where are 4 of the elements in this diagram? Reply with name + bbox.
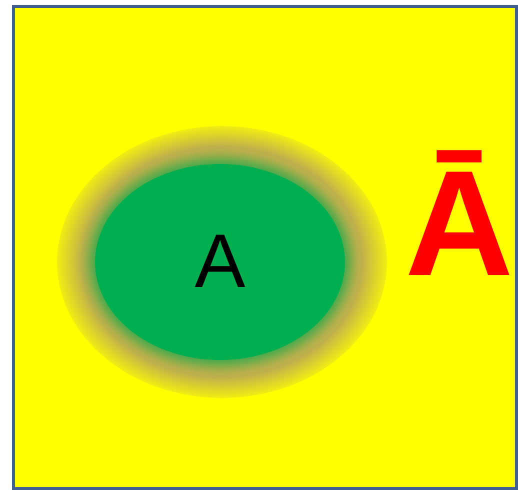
background-panel — [12, 5, 518, 490]
set-label: A — [194, 224, 246, 300]
set-ellipse — [95, 164, 345, 360]
complement-symbol: Ā — [405, 148, 514, 298]
